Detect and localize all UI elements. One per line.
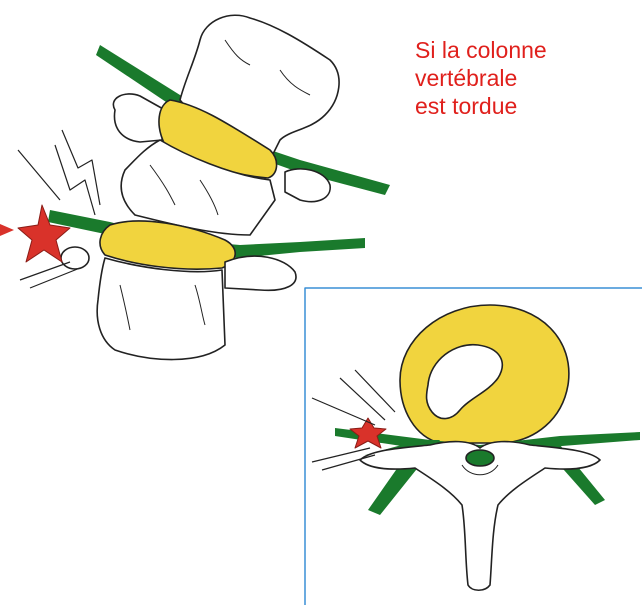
vertebra-icon (113, 94, 165, 142)
vertebra-icon (61, 247, 89, 269)
arrow-icon (0, 224, 14, 236)
lightning-icon (18, 130, 100, 215)
spine-top-view-inset (305, 288, 642, 605)
vertebra-icon (225, 256, 296, 290)
spinal-cord (466, 450, 494, 466)
vertebra-icon (97, 258, 225, 360)
